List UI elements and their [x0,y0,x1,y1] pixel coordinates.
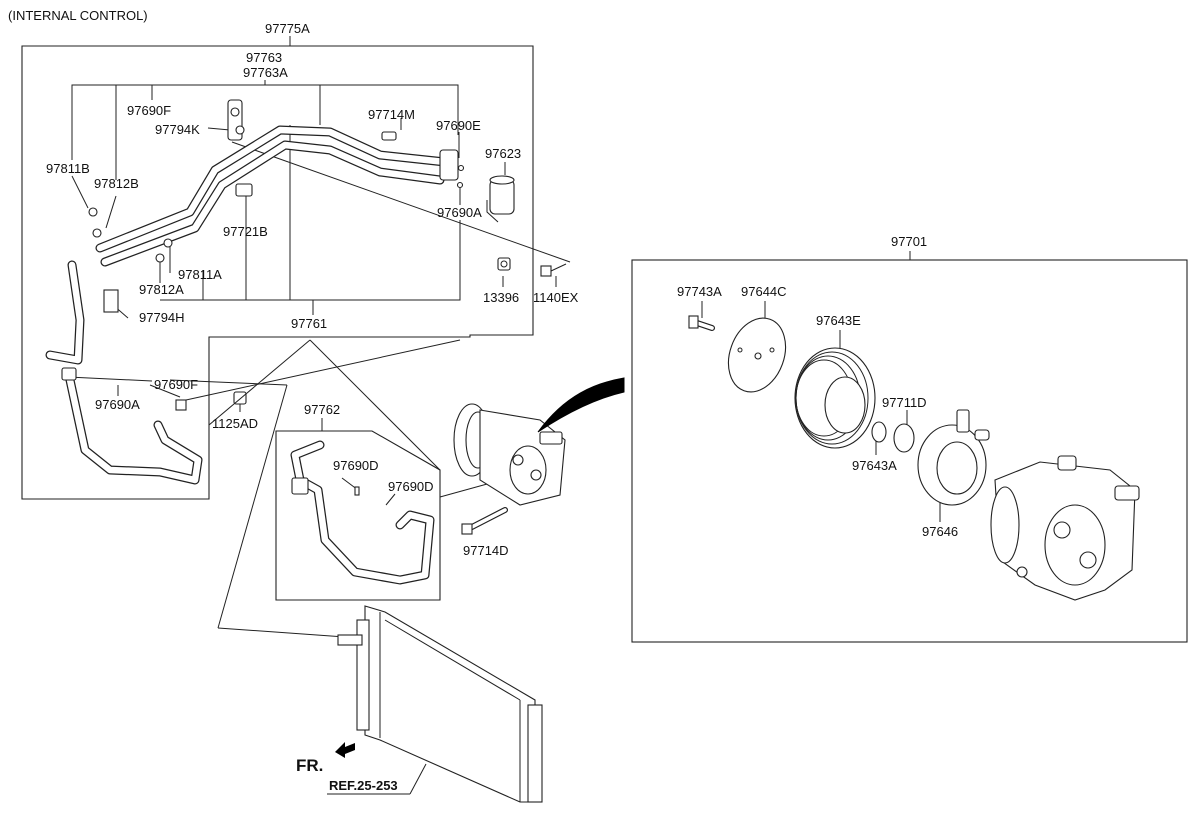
label-97743A: 97743A [677,284,722,299]
receiver-drier [486,175,515,223]
front-arrow-icon [335,742,355,758]
compressor-detail-box [631,251,1188,643]
label-97794H: 97794H [139,310,185,325]
label-97714M: 97714M [368,107,415,122]
label-97763: 97763 [246,50,282,65]
label-97690A-low: 97690A [95,397,140,412]
upper-pipe-assembly [88,99,465,267]
discharge-hose [290,440,435,585]
label-97794K: 97794K [155,122,200,137]
compressor-small [453,403,566,506]
bolt-97714D [461,507,508,535]
snap-ring-97711D [893,423,915,453]
bolt-97743A [688,315,715,331]
bolt-13396 [497,257,511,271]
label-97690F-low: 97690F [154,377,198,392]
connector-lines [169,339,499,638]
snap-ring-97643A [871,421,887,443]
label-1140EX: 1140EX [533,290,579,305]
lower-left-hose [45,260,247,485]
pulley [794,347,876,449]
armature-plate [727,317,787,393]
label-97763A: 97763A [243,65,288,80]
label-97812A: 97812A [139,282,184,297]
label-97811A: 97811A [178,267,222,282]
label-97701: 97701 [891,234,927,249]
hose-assembly-box [21,36,534,500]
label-1125AD: 1125AD [212,416,258,431]
label-97714D: 97714D [463,543,509,558]
bolt-1140EX [540,263,567,277]
detail-callout-arrow [537,377,625,433]
condenser [337,605,543,803]
compressor-body [990,455,1140,601]
label-97690F-top: 97690F [127,103,171,118]
diagram-title: (INTERNAL CONTROL) [8,8,148,23]
label-97643E: 97643E [816,313,861,328]
label-97644C: 97644C [741,284,787,299]
label-97761: 97761 [291,316,327,331]
front-label: FR. [296,756,323,775]
label-97690D-a: 97690D [333,458,379,473]
label-97646: 97646 [922,524,958,539]
label-97762: 97762 [304,402,340,417]
label-13396: 13396 [483,290,519,305]
label-97721B: 97721B [223,224,268,239]
label-97811B: 97811B [46,161,90,176]
label-97690D-b: 97690D [388,479,434,494]
field-coil [917,409,990,506]
reference-label: REF.25-253 [329,778,398,793]
label-97623: 97623 [485,146,521,161]
label-97711D: 97711D [882,395,927,410]
leader-lines-top [67,80,571,412]
label-97643A: 97643A [852,458,897,473]
label-97775A: 97775A [265,21,310,36]
label-97690E: 97690E [436,118,481,133]
label-97812B: 97812B [94,176,139,191]
label-97690A-top: 97690A [437,205,482,220]
